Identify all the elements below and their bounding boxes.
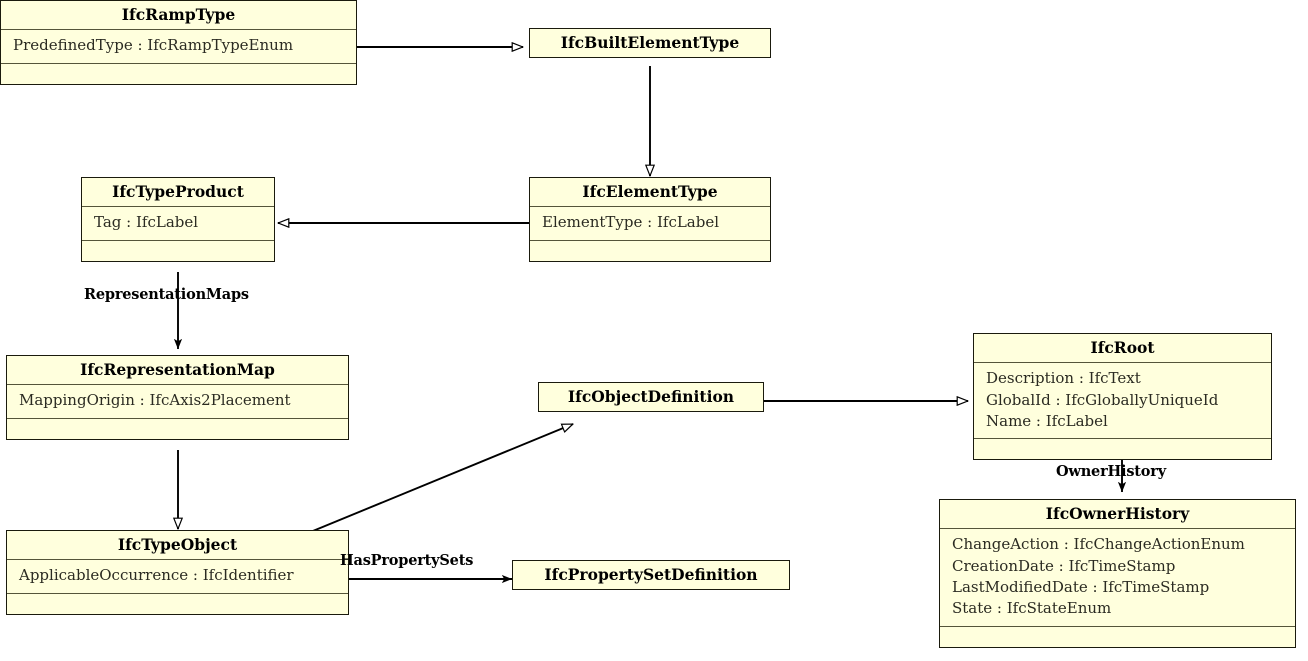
edge-label-owner-history: OwnerHistory xyxy=(1056,463,1166,480)
compartment-divider xyxy=(974,362,1271,364)
compartment-divider xyxy=(940,625,1295,627)
class-operations-ifcownerhistory xyxy=(940,627,1295,647)
attribute-row: Tag : IfcLabel xyxy=(94,213,199,232)
class-title-ifcobjectdefinition: IfcObjectDefinition xyxy=(567,387,735,406)
compartment-divider xyxy=(530,239,770,241)
compartment-divider xyxy=(82,239,274,241)
class-box-ifcelementtype[interactable]: IfcElementType ElementType : IfcLabel xyxy=(529,177,771,262)
compartment-divider xyxy=(82,206,274,208)
class-attributes-ifcelementtype: ElementType : IfcLabel xyxy=(530,207,770,239)
class-attributes-ifcramptype: PredefinedType : IfcRampTypeEnum xyxy=(1,30,356,62)
compartment-divider xyxy=(7,559,348,561)
compartment-divider xyxy=(7,592,348,594)
class-attributes-ifcrepresentationmap: MappingOrigin : IfcAxis2Placement xyxy=(7,385,348,417)
class-title-ifcrepresentationmap: IfcRepresentationMap xyxy=(80,360,275,379)
class-box-ifcroot[interactable]: IfcRoot Description : IfcText GlobalId :… xyxy=(973,333,1272,461)
class-title-ifcramptype: IfcRampType xyxy=(121,5,236,24)
compartment-divider xyxy=(1,62,356,64)
class-title-ifcelementtype: IfcElementType xyxy=(582,182,718,201)
compartment-divider xyxy=(974,438,1271,440)
class-box-ifcramptype[interactable]: IfcRampType PredefinedType : IfcRampType… xyxy=(0,0,357,85)
class-operations-ifctypeobject xyxy=(7,594,348,614)
class-title-ifctypeobject: IfcTypeObject xyxy=(117,535,238,554)
class-attributes-ifctypeobject: ApplicableOccurrence : IfcIdentifier xyxy=(7,560,348,592)
attribute-row: PredefinedType : IfcRampTypeEnum xyxy=(13,36,294,55)
class-operations-ifcelementtype xyxy=(530,241,770,261)
attribute-row: GlobalId : IfcGloballyUniqueId xyxy=(986,390,1219,409)
class-operations-ifcramptype xyxy=(1,64,356,84)
class-box-ifcpropertysetdefinition[interactable]: IfcPropertySetDefinition xyxy=(512,560,790,591)
attribute-row: Description : IfcText xyxy=(986,369,1141,388)
class-title-ifcroot: IfcRoot xyxy=(1090,338,1155,357)
edge-label-has-property-sets: HasPropertySets xyxy=(340,552,474,569)
attribute-row: ElementType : IfcLabel xyxy=(542,213,720,232)
class-title-ifcownerhistory: IfcOwnerHistory xyxy=(1045,504,1190,523)
class-box-ifcobjectdefinition[interactable]: IfcObjectDefinition xyxy=(538,382,764,413)
compartment-divider xyxy=(940,528,1295,530)
class-box-ifcownerhistory[interactable]: IfcOwnerHistory ChangeAction : IfcChange… xyxy=(939,499,1296,648)
class-operations-ifcrepresentationmap xyxy=(7,419,348,439)
class-box-ifctypeproduct[interactable]: IfcTypeProduct Tag : IfcLabel xyxy=(81,177,275,262)
compartment-divider xyxy=(1,29,356,31)
attribute-row: LastModifiedDate : IfcTimeStamp xyxy=(952,577,1210,596)
attribute-row: MappingOrigin : IfcAxis2Placement xyxy=(19,391,291,410)
compartment-divider xyxy=(7,384,348,386)
class-attributes-ifctypeproduct: Tag : IfcLabel xyxy=(82,207,274,239)
edge-ifctypeobject-to-ifcobjectdefinition xyxy=(307,423,573,534)
class-box-ifcbuiltelementtype[interactable]: IfcBuiltElementType xyxy=(529,28,771,59)
class-operations-ifctypeproduct xyxy=(82,241,274,261)
class-box-ifcrepresentationmap[interactable]: IfcRepresentationMap MappingOrigin : Ifc… xyxy=(6,355,349,440)
class-attributes-ifcroot: Description : IfcText GlobalId : IfcGlob… xyxy=(974,363,1271,438)
class-title-ifctypeproduct: IfcTypeProduct xyxy=(112,182,244,201)
attribute-row: Name : IfcLabel xyxy=(986,411,1108,430)
attribute-row: ApplicableOccurrence : IfcIdentifier xyxy=(19,566,294,585)
edge-label-representation-maps: RepresentationMaps xyxy=(84,286,249,303)
class-operations-ifcroot xyxy=(974,439,1271,459)
compartment-divider xyxy=(530,206,770,208)
attribute-row: ChangeAction : IfcChangeActionEnum xyxy=(952,535,1245,554)
class-title-ifcbuiltelementtype: IfcBuiltElementType xyxy=(560,33,740,52)
attribute-row: CreationDate : IfcTimeStamp xyxy=(952,556,1176,575)
class-box-ifctypeobject[interactable]: IfcTypeObject ApplicableOccurrence : Ifc… xyxy=(6,530,349,615)
attribute-row: State : IfcStateEnum xyxy=(952,599,1112,618)
compartment-divider xyxy=(7,417,348,419)
class-title-ifcpropertysetdefinition: IfcPropertySetDefinition xyxy=(544,565,758,584)
class-attributes-ifcownerhistory: ChangeAction : IfcChangeActionEnum Creat… xyxy=(940,529,1295,625)
